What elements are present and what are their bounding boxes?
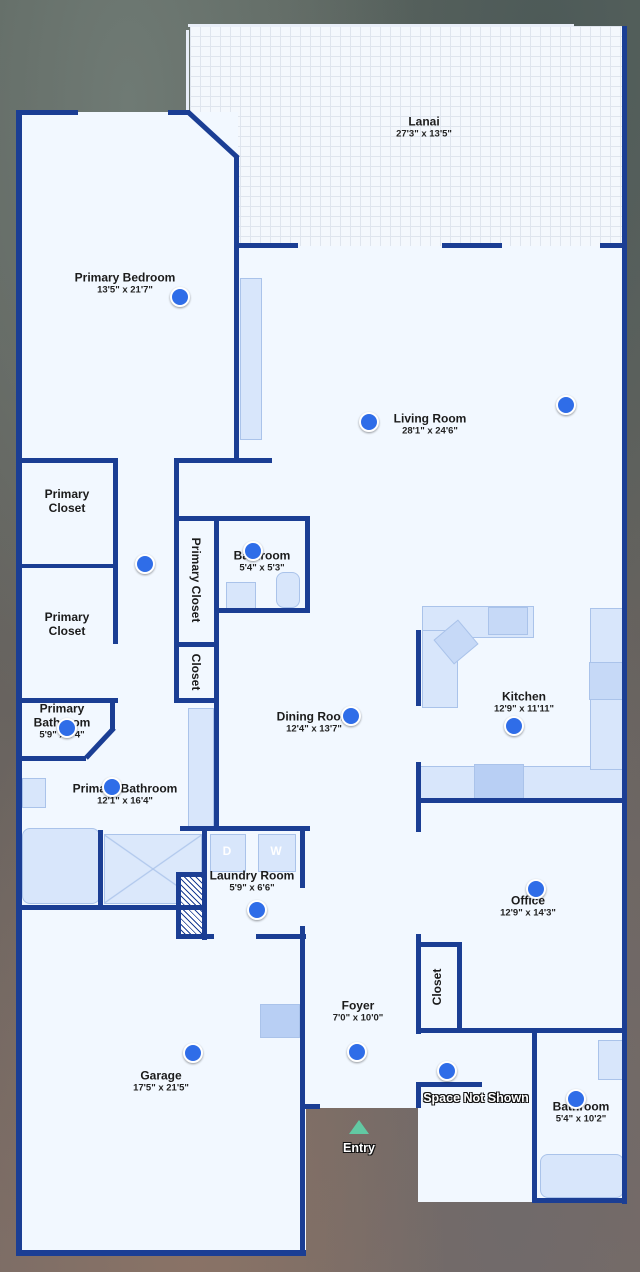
- wall: [174, 458, 272, 463]
- view-point-primary-bedroom[interactable]: [170, 287, 190, 307]
- washer-label: W: [270, 844, 282, 859]
- wall: [110, 700, 115, 730]
- dryer-icon: [210, 834, 246, 872]
- wall: [622, 26, 627, 1204]
- entry-label: Entry: [343, 1140, 375, 1155]
- dryer-label: D: [222, 844, 232, 859]
- closet-small-label: Closet: [189, 653, 203, 691]
- wall: [532, 1198, 626, 1203]
- washer-icon: [258, 834, 296, 872]
- wall: [300, 828, 305, 888]
- wall: [174, 458, 179, 698]
- fridge-icon: [474, 764, 524, 800]
- view-point-kitchen[interactable]: [504, 716, 524, 736]
- wall: [113, 458, 118, 644]
- view-point-laundry-room[interactable]: [247, 900, 267, 920]
- wall: [176, 872, 204, 877]
- primary-closet-vertical-label: Primary Closet: [189, 537, 203, 623]
- garage-step: [260, 1004, 300, 1038]
- view-point-living-room[interactable]: [359, 412, 379, 432]
- primary-bath-sink-icon: [22, 778, 46, 808]
- view-point-living-room-2[interactable]: [556, 395, 576, 415]
- primary-bedroom-floor: [20, 112, 238, 462]
- built-in-shelf: [240, 278, 262, 440]
- view-point-dining-room[interactable]: [341, 706, 361, 726]
- view-point-bathroom-2[interactable]: [566, 1089, 586, 1109]
- wall: [416, 934, 421, 1034]
- wall: [16, 458, 118, 463]
- view-point-office[interactable]: [526, 879, 546, 899]
- wall: [305, 516, 310, 612]
- wall: [174, 698, 218, 703]
- wall: [180, 826, 310, 831]
- wall: [442, 243, 502, 248]
- office-floor: [418, 800, 626, 1032]
- living-room-floor: [238, 246, 626, 462]
- wall: [416, 942, 462, 947]
- view-point-garage[interactable]: [183, 1043, 203, 1063]
- view-point-primary-bathroom[interactable]: [102, 777, 122, 797]
- closet-office-label: Closet: [430, 968, 444, 1006]
- wall: [234, 156, 239, 460]
- entry-arrow-icon: [349, 1120, 369, 1134]
- view-point-primary-bathroom-small[interactable]: [57, 718, 77, 738]
- wall: [16, 110, 22, 1256]
- wall: [214, 516, 219, 828]
- view-point-foyer[interactable]: [347, 1042, 367, 1062]
- wall: [174, 642, 218, 647]
- wall: [416, 1082, 482, 1087]
- wall: [16, 110, 78, 115]
- wall: [16, 756, 86, 761]
- wall: [218, 516, 310, 521]
- primary-bath-vanity-icon: [188, 708, 214, 828]
- wall: [600, 243, 626, 248]
- wall: [98, 830, 103, 908]
- kitchen-sink-icon: [488, 607, 528, 635]
- wall: [174, 516, 218, 521]
- view-point-foyer-2[interactable]: [437, 1061, 457, 1081]
- wall: [416, 762, 421, 832]
- wall: [16, 698, 118, 703]
- wall: [416, 630, 421, 706]
- bath1-toilet-icon: [276, 572, 300, 608]
- wall: [416, 798, 626, 803]
- wall: [16, 564, 116, 568]
- wall: [16, 1250, 306, 1256]
- primary-closet-1-label: Primary Closet: [44, 487, 90, 515]
- wall: [218, 608, 310, 613]
- bath1-sink-icon: [226, 582, 256, 610]
- wall: [457, 942, 462, 1032]
- lanai-floor: [190, 26, 626, 246]
- wall: [256, 934, 306, 939]
- wall: [238, 243, 298, 248]
- view-point-hall[interactable]: [135, 554, 155, 574]
- wall: [532, 1030, 537, 1202]
- wall: [16, 905, 202, 910]
- wall: [300, 1104, 320, 1109]
- view-point-bathroom-1[interactable]: [243, 541, 263, 561]
- wall: [300, 926, 305, 1256]
- space-not-shown-label: Space Not Shown: [423, 1090, 529, 1105]
- wall: [176, 872, 181, 938]
- wall: [416, 1086, 421, 1108]
- primary-closet-2-label: Primary Closet: [44, 610, 90, 638]
- wall: [168, 110, 190, 115]
- wall: [416, 1028, 626, 1033]
- wall: [176, 934, 214, 939]
- wall: [202, 828, 207, 940]
- foyer-floor: [300, 830, 420, 1108]
